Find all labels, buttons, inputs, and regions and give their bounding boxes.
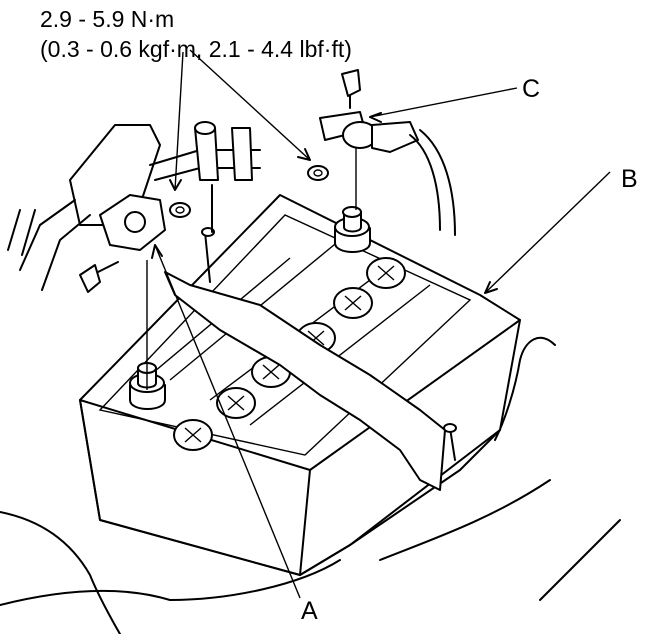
terminal-nut-positive (169, 202, 191, 218)
torque-spec-metric: 2.9 - 5.9 N·m (40, 6, 175, 32)
mount-outline (0, 336, 621, 634)
callout-label-c: C (522, 75, 541, 103)
negative-post (334, 206, 371, 253)
positive-terminal-assembly (7, 121, 261, 291)
torque-spec-alternate: (0.3 - 0.6 kgf·m, 2.1 - 4.4 lbf·ft) (40, 36, 352, 62)
callout-label-b: B (621, 165, 638, 193)
terminal-bolt (79, 261, 119, 293)
leader-lines (146, 49, 611, 599)
hold-down-bracket (164, 227, 457, 491)
terminal-nut-negative (307, 165, 329, 181)
callout-label-a: A (301, 597, 318, 625)
negative-terminal-assembly (319, 69, 456, 236)
